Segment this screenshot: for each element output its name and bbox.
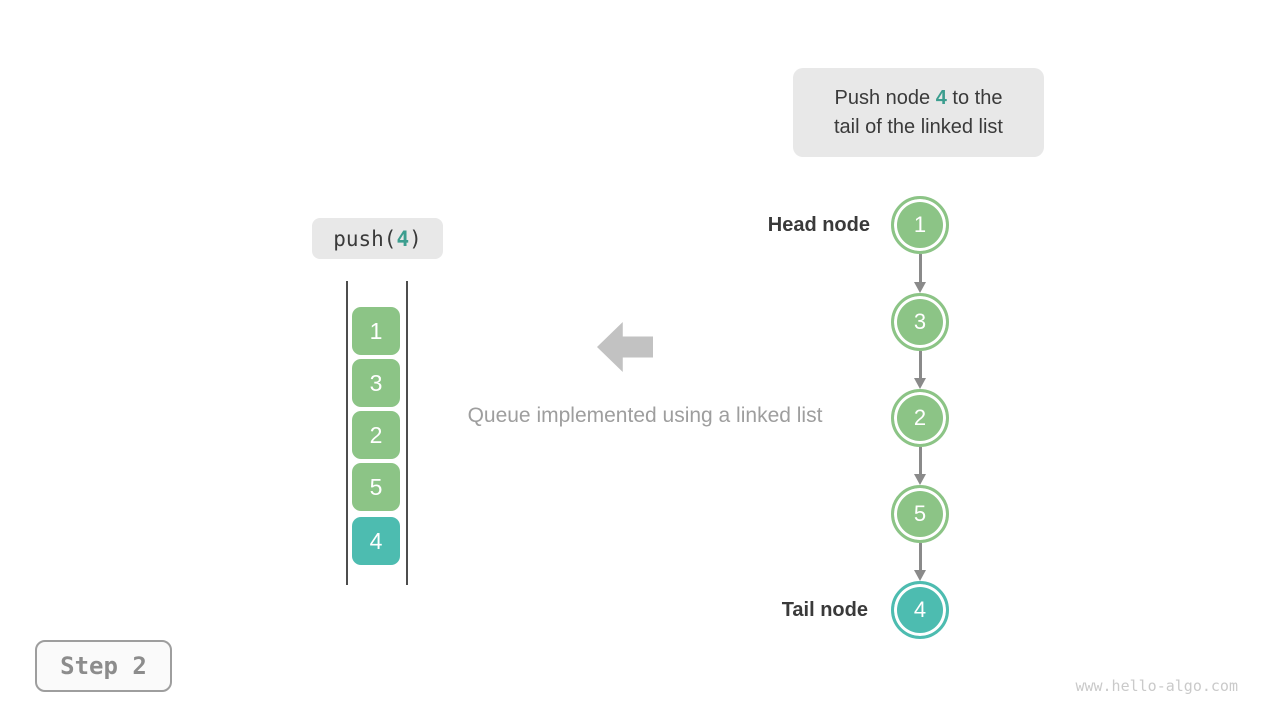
- down-arrow-icon: [918, 351, 922, 378]
- callout-value: 4: [935, 86, 947, 109]
- operation-label: push(4): [312, 218, 443, 259]
- tail-node-label: Tail node: [781, 599, 868, 621]
- queue-rail-left: [346, 281, 348, 585]
- list-node: 3: [891, 293, 949, 351]
- operation-value: 4: [396, 226, 410, 251]
- callout-push-description: Push node 4 to the tail of the linked li…: [793, 68, 1044, 157]
- down-arrowhead-icon: [914, 570, 926, 581]
- down-arrow-icon: [918, 447, 922, 474]
- queue-item-pushed: 4: [352, 517, 400, 565]
- queue-item: 5: [352, 463, 400, 511]
- list-node: 2: [891, 389, 949, 447]
- callout-text: Push node: [834, 86, 936, 109]
- down-arrowhead-icon: [914, 378, 926, 389]
- queue-item: 1: [352, 307, 400, 355]
- callout-text: to the: [946, 86, 1003, 109]
- operation-prefix: push(: [333, 226, 397, 251]
- list-node: 1: [891, 196, 949, 254]
- watermark: www.hello-algo.com: [1075, 677, 1238, 695]
- down-arrow-icon: [918, 254, 922, 282]
- head-node-label: Head node: [767, 214, 870, 236]
- left-block-arrow-icon: [597, 322, 653, 372]
- down-arrowhead-icon: [914, 282, 926, 293]
- operation-suffix: ): [409, 226, 422, 251]
- list-node-pushed: 4: [891, 581, 949, 639]
- figure-caption: Queue implemented using a linked list: [467, 404, 823, 427]
- callout-line1: Push node 4 to the: [835, 84, 1003, 113]
- queue-item: 2: [352, 411, 400, 459]
- step-badge: Step 2: [35, 640, 172, 692]
- queue-item: 3: [352, 359, 400, 407]
- queue-rail-right: [406, 281, 408, 585]
- down-arrowhead-icon: [914, 474, 926, 485]
- callout-line2: tail of the linked list: [834, 115, 1003, 138]
- down-arrow-icon: [918, 543, 922, 570]
- list-node: 5: [891, 485, 949, 543]
